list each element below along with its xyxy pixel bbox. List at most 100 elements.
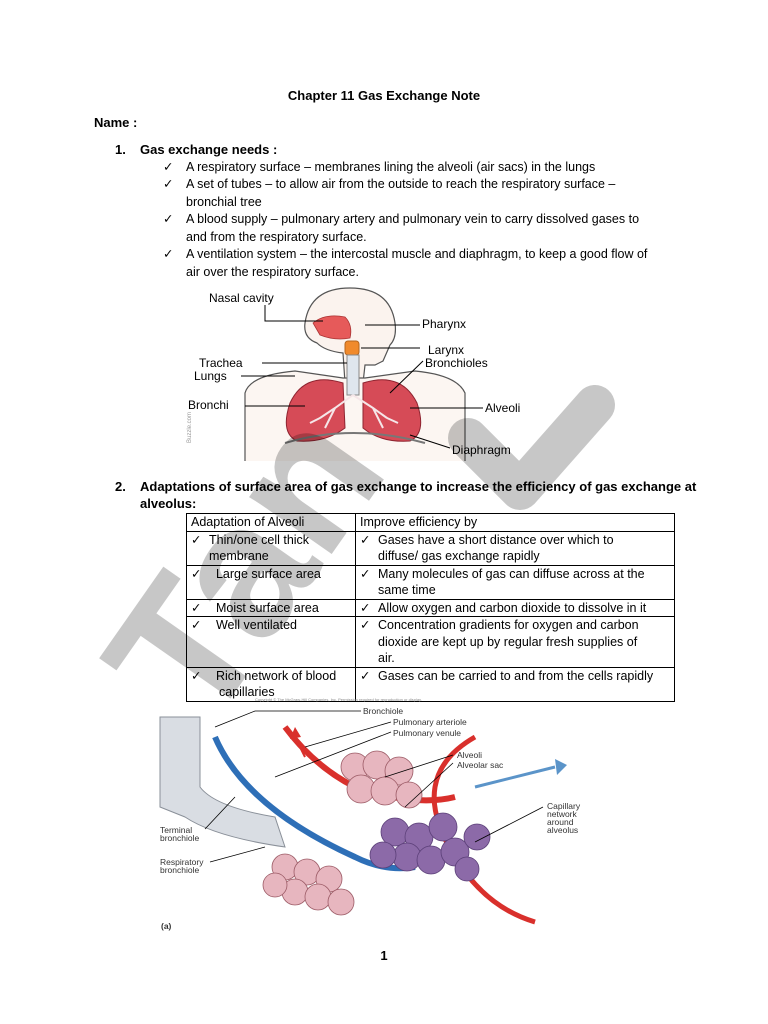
- trachea-shape: [346, 354, 360, 396]
- label-capillary: around: [547, 817, 574, 827]
- cell-text: diffuse/ gas exchange rapidly: [378, 549, 540, 563]
- label-capillary: alveolus: [547, 825, 578, 835]
- cell-text: Thin/one cell thick: [209, 532, 310, 547]
- check-icon: ✓: [163, 247, 174, 261]
- check-icon: ✓: [191, 668, 202, 683]
- label-bronchi: Bronchi: [188, 398, 229, 412]
- list-item: A set of tubes – to allow air from the o…: [186, 177, 616, 191]
- check-icon: ✓: [163, 160, 174, 174]
- list-item: A respiratory surface – membranes lining…: [186, 160, 596, 174]
- label-pulmonary-venule: Pulmonary venule: [393, 728, 461, 738]
- label-terminal-bronchiole: Terminal: [160, 825, 192, 835]
- label-capillary: Capillary: [547, 801, 581, 811]
- adaptations-table: Adaptation of Alveoli Improve efficiency…: [186, 513, 675, 702]
- table-cell: ✓ Rich network of blood capillaries: [186, 666, 356, 702]
- table-row: ✓ Moist surface area ✓ Allow oxygen and c…: [186, 598, 675, 617]
- list-item: A ventilation system – the intercostal m…: [186, 247, 648, 261]
- cell-text: membrane: [209, 549, 269, 563]
- cell-text: air.: [378, 651, 395, 665]
- label-bronchioles: Bronchioles: [425, 356, 488, 370]
- check-icon: ✓: [360, 566, 371, 581]
- table-header-row: Adaptation of Alveoli Improve efficiency…: [186, 513, 675, 532]
- check-icon: ✓: [191, 600, 202, 615]
- table-cell: ✓ Gases have a short distance over which …: [355, 530, 675, 566]
- right-lung-shape: [362, 379, 422, 442]
- label-trachea: Trachea: [199, 356, 243, 370]
- table-cell: ✓ Well ventilated: [186, 616, 356, 668]
- respiratory-system-diagram: Nasal cavity Pharynx Larynx Bronchioles …: [187, 287, 520, 461]
- label-pulmonary-arteriole: Pulmonary arteriole: [393, 717, 467, 727]
- label-capillary: network: [547, 809, 578, 819]
- check-icon: ✓: [360, 600, 371, 615]
- bronchiole-tube: [159, 716, 286, 848]
- cell-text: Well ventilated: [215, 618, 298, 632]
- nasal-cavity-shape: [312, 315, 352, 340]
- alveoli-diagram: Copyright © The McGraw-Hill Companies, I…: [159, 697, 581, 931]
- check-icon: ✓: [163, 212, 174, 226]
- label-terminal-bronchiole: bronchiole: [160, 833, 199, 843]
- table-row: ✓ Large surface area ✓ Many molecules of …: [186, 564, 675, 600]
- label-diaphragm: Diaphragm: [452, 443, 511, 457]
- list-item-continued: air over the respiratory surface.: [186, 265, 359, 279]
- table-cell: ✓ Allow oxygen and carbon dioxide to diss…: [355, 598, 675, 617]
- table-cell: ✓ Gases can be carried to and from the ce…: [355, 666, 675, 702]
- flow-arrow: [474, 765, 556, 789]
- label-nasal-cavity: Nasal cavity: [209, 291, 274, 305]
- check-icon: ✓: [360, 532, 371, 547]
- section2-heading: Adaptations of surface area of gas excha…: [140, 479, 697, 494]
- cell-text: Gases can be carried to and from the cel…: [378, 668, 654, 683]
- copyright-notice: Copyright © The McGraw-Hill Companies, I…: [255, 697, 422, 702]
- section2-number: 2.: [115, 479, 126, 494]
- table-cell: ✓Thin/one cell thick membrane: [186, 530, 356, 566]
- arrow-head-icon: [555, 759, 567, 775]
- section2-heading-continued: alveolus:: [140, 496, 197, 511]
- label-pharynx: Pharynx: [422, 317, 466, 331]
- table-cell: ✓ Large surface area: [186, 564, 356, 600]
- section1-number: 1.: [115, 142, 126, 157]
- label-respiratory-bronchiole: bronchiole: [160, 865, 199, 875]
- table-header-cell: Improve efficiency by: [355, 513, 675, 532]
- check-icon: ✓: [163, 177, 174, 191]
- name-label: Name :: [94, 115, 138, 130]
- arrow-head-icon: [290, 727, 301, 739]
- label-alveoli: Alveoli: [485, 401, 520, 415]
- check-icon: ✓: [191, 566, 202, 581]
- left-lung-shape: [285, 379, 346, 442]
- larynx-shape: [344, 340, 360, 356]
- cell-text: dioxide are kept up by regular fresh sup…: [378, 634, 638, 649]
- label-respiratory-bronchiole: Respiratory: [160, 857, 204, 867]
- flow-arrow: [294, 736, 306, 758]
- label-bronchiole: Bronchiole: [363, 706, 403, 716]
- table-row: ✓ Well ventilated ✓ Concentration gradien…: [186, 616, 675, 668]
- cell-text: Moist surface area: [215, 600, 319, 615]
- section1-heading: Gas exchange needs :: [140, 142, 278, 157]
- list-item-continued: bronchial tree: [186, 195, 262, 209]
- table-header-cell: Adaptation of Alveoli: [186, 513, 356, 532]
- cell-text: Many molecules of gas can diffuse across…: [378, 566, 645, 581]
- page-title: Chapter 11 Gas Exchange Note: [287, 88, 481, 103]
- label-alveoli: Alveoli: [457, 750, 482, 760]
- cell-text: Concentration gradients for oxygen and c…: [378, 618, 639, 632]
- list-item: A blood supply – pulmonary artery and pu…: [186, 212, 640, 226]
- cell-text: capillaries: [219, 685, 275, 699]
- image-credit: Buzzle.com: [187, 412, 193, 443]
- table-row: ✓Thin/one cell thick membrane ✓ Gases hav…: [186, 530, 675, 566]
- label-alveolar-sac: Alveolar sac: [457, 760, 504, 770]
- label-larynx: Larynx: [428, 343, 464, 357]
- table-cell: ✓ Concentration gradients for oxygen and …: [355, 616, 675, 668]
- table-cell: ✓ Moist surface area: [186, 598, 356, 617]
- cell-text: Large surface area: [215, 566, 321, 581]
- check-icon: ✓: [360, 668, 371, 683]
- table-cell: ✓ Many molecules of gas can diffuse acros…: [355, 564, 675, 600]
- list-item-continued: and from the respiratory surface.: [186, 230, 367, 244]
- page-number: 1: [380, 948, 388, 963]
- cell-text: Gases have a short distance over which t…: [378, 532, 614, 547]
- check-icon: ✓: [191, 618, 202, 632]
- bronchi-shape: [309, 394, 399, 429]
- pulmonary-venule-shape: [212, 735, 416, 872]
- cell-text: same time: [378, 583, 436, 597]
- panel-label: (a): [161, 921, 172, 931]
- cell-text: Allow oxygen and carbon dioxide to disso…: [378, 600, 647, 615]
- check-icon: ✓: [360, 618, 371, 632]
- table-row: ✓ Rich network of blood capillaries ✓ Gas…: [186, 666, 675, 702]
